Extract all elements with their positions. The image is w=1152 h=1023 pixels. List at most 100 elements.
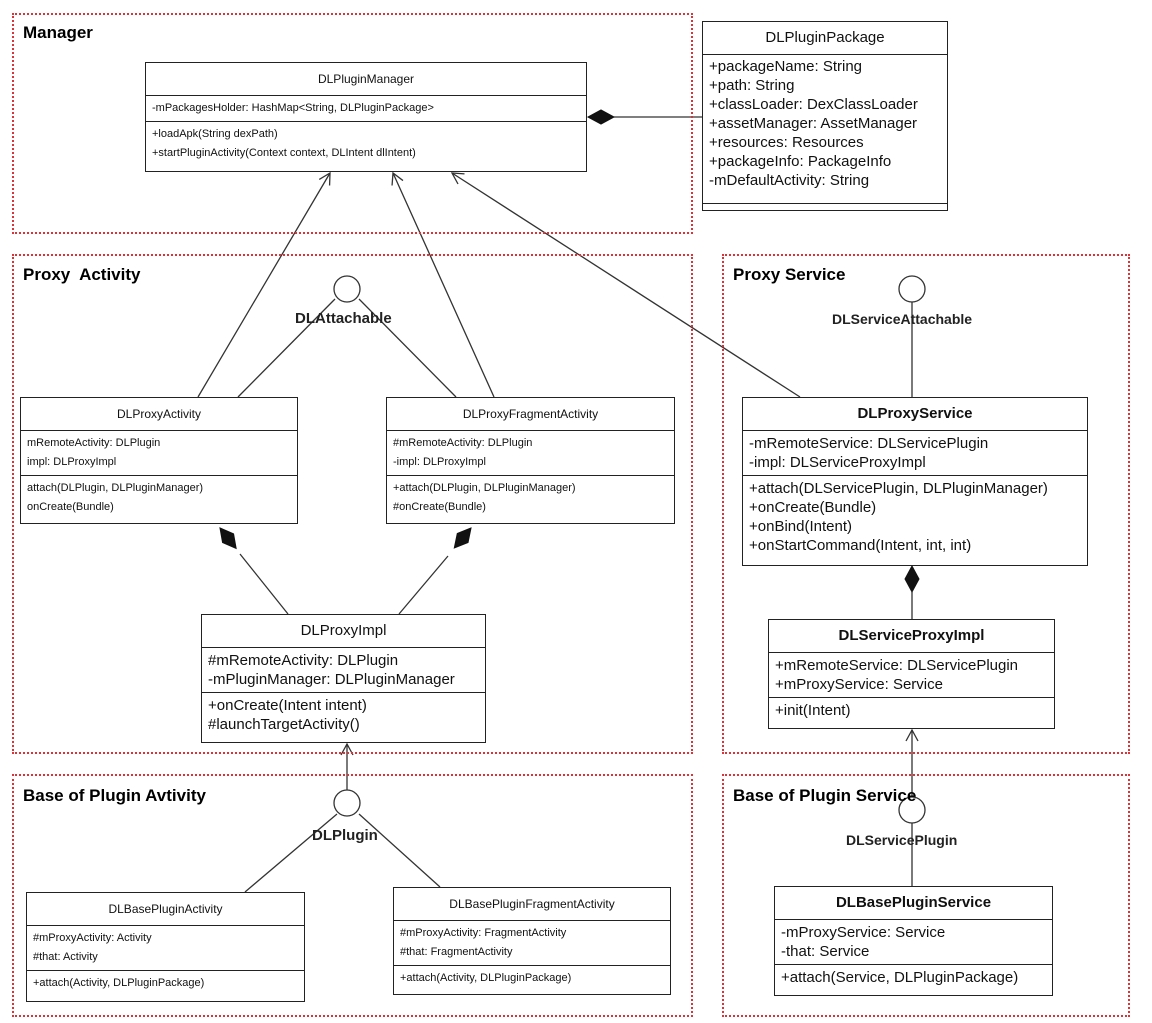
class-name: DLProxyFragmentActivity bbox=[387, 398, 674, 431]
operations-section: +attach(DLServicePlugin, DLPluginManager… bbox=[743, 476, 1087, 558]
operation: +onCreate(Bundle) bbox=[749, 499, 877, 516]
attribute: +path: String bbox=[709, 77, 795, 94]
operation: +init(Intent) bbox=[775, 702, 851, 719]
composition-line-proxy-activity-impl bbox=[239, 553, 289, 615]
class-name: DLPluginPackage bbox=[703, 22, 947, 55]
realization-base-fragment-dl-plugin bbox=[358, 813, 441, 888]
interface-dl-plugin-circle bbox=[333, 789, 361, 817]
region-base-plugin-activity bbox=[12, 774, 693, 1017]
attributes-section: -mProxyService: Service -that: Service bbox=[775, 920, 1052, 965]
attribute: #mProxyActivity: FragmentActivity bbox=[400, 927, 567, 939]
attribute: -impl: DLServiceProxyImpl bbox=[749, 454, 926, 471]
attribute: +mRemoteService: DLServicePlugin bbox=[775, 657, 1019, 674]
region-proxy-service bbox=[722, 254, 1130, 754]
dependency-proxy-activity-to-manager bbox=[197, 171, 331, 398]
attributes-section: +mRemoteService: DLServicePlugin +mProxy… bbox=[769, 653, 1054, 698]
class-dl-proxy-impl[interactable]: DLProxyImpl #mRemoteActivity: DLPlugin -… bbox=[201, 614, 486, 743]
dependency-proxy-fragment-activity-to-manager bbox=[391, 171, 495, 398]
attribute: -that: Service bbox=[781, 943, 870, 960]
attribute: -mProxyService: Service bbox=[781, 924, 946, 941]
operation: #launchTargetActivity() bbox=[208, 716, 360, 733]
region-proxy-activity bbox=[12, 254, 693, 754]
class-dl-base-plugin-service[interactable]: DLBasePluginService -mProxyService: Serv… bbox=[774, 886, 1053, 996]
composition-diamond-proxy-fragment bbox=[453, 527, 472, 549]
dependency-proxy-service-to-manager bbox=[450, 172, 801, 398]
attribute: -mDefaultActivity: String bbox=[709, 172, 870, 189]
operations-section: +attach(DLPlugin, DLPluginManager) #onCr… bbox=[387, 476, 674, 520]
region-manager-title: Manager bbox=[23, 23, 93, 42]
operations-section: +loadApk(String dexPath) +startPluginAct… bbox=[146, 122, 586, 166]
class-name: DLPluginManager bbox=[146, 63, 586, 96]
attributes-section: #mRemoteActivity: DLPlugin -mPluginManag… bbox=[202, 648, 485, 693]
attribute: #mRemoteActivity: DLPlugin bbox=[208, 652, 399, 669]
region-base-plugin-service-title: Base of Plugin Service bbox=[733, 786, 917, 805]
attribute: mRemoteActivity: DLPlugin bbox=[27, 437, 161, 449]
attribute: #mRemoteActivity: DLPlugin bbox=[393, 437, 533, 449]
class-name: DLProxyService bbox=[743, 398, 1087, 431]
class-dl-proxy-activity[interactable]: DLProxyActivity mRemoteActivity: DLPlugi… bbox=[20, 397, 298, 524]
composition-diamond-proxy-activity bbox=[219, 527, 237, 550]
attribute: -impl: DLProxyImpl bbox=[393, 456, 486, 468]
interface-label-dl-service-attachable: DLServiceAttachable bbox=[832, 311, 973, 327]
class-dl-base-plugin-fragment-activity[interactable]: DLBasePluginFragmentActivity #mProxyActi… bbox=[393, 887, 671, 995]
attribute: impl: DLProxyImpl bbox=[27, 456, 117, 468]
interface-label-dl-attachable: DLAttachable bbox=[295, 310, 392, 327]
operation: +attach(DLPlugin, DLPluginManager) bbox=[393, 482, 576, 494]
class-name: DLProxyActivity bbox=[21, 398, 297, 431]
region-base-plugin-activity-title: Base of Plugin Avtivity bbox=[23, 786, 206, 805]
operation: onCreate(Bundle) bbox=[27, 501, 114, 513]
composition-diamond-proxy-service bbox=[904, 564, 920, 594]
operation: #onCreate(Bundle) bbox=[393, 501, 486, 513]
class-name: DLBasePluginFragmentActivity bbox=[394, 888, 670, 921]
realization-base-activity-dl-plugin bbox=[244, 813, 338, 893]
operations-section: attach(DLPlugin, DLPluginManager) onCrea… bbox=[21, 476, 297, 520]
operations-section: +attach(Activity, DLPluginPackage) bbox=[27, 971, 304, 996]
region-base-plugin-service bbox=[722, 774, 1130, 1017]
attributes-section: #mRemoteActivity: DLPlugin -impl: DLProx… bbox=[387, 431, 674, 476]
realization-proxy-activity-attachable bbox=[237, 298, 336, 398]
realization-proxy-fragment-attachable bbox=[358, 298, 457, 398]
operation: +onCreate(Intent intent) bbox=[208, 697, 367, 714]
operation: +attach(DLServicePlugin, DLPluginManager… bbox=[749, 480, 1048, 497]
class-dl-base-plugin-activity[interactable]: DLBasePluginActivity #mProxyActivity: Ac… bbox=[26, 892, 305, 1002]
class-name: DLBasePluginActivity bbox=[27, 893, 304, 926]
class-dl-plugin-manager[interactable]: DLPluginManager -mPackagesHolder: HashMa… bbox=[145, 62, 587, 172]
attribute: +classLoader: DexClassLoader bbox=[709, 96, 918, 113]
attribute: -mPackagesHolder: HashMap<String, DLPlug… bbox=[152, 102, 434, 114]
operation: +onStartCommand(Intent, int, int) bbox=[749, 537, 972, 554]
class-name: DLServiceProxyImpl bbox=[769, 620, 1054, 653]
attribute: +resources: Resources bbox=[709, 134, 864, 151]
operation: +attach(Activity, DLPluginPackage) bbox=[33, 977, 205, 989]
class-dl-proxy-fragment-activity[interactable]: DLProxyFragmentActivity #mRemoteActivity… bbox=[386, 397, 675, 524]
attribute: +packageInfo: PackageInfo bbox=[709, 153, 892, 170]
attribute: #that: FragmentActivity bbox=[400, 946, 513, 958]
operations-section: +attach(Service, DLPluginPackage) bbox=[775, 965, 1052, 990]
attributes-section: -mPackagesHolder: HashMap<String, DLPlug… bbox=[146, 96, 586, 122]
class-name: DLBasePluginService bbox=[775, 887, 1052, 920]
class-name: DLProxyImpl bbox=[202, 615, 485, 648]
operations-section: +onCreate(Intent intent) #launchTargetAc… bbox=[202, 693, 485, 737]
class-dl-proxy-service[interactable]: DLProxyService -mRemoteService: DLServic… bbox=[742, 397, 1088, 566]
interface-dl-service-attachable-circle bbox=[898, 275, 926, 303]
class-dl-plugin-package[interactable]: DLPluginPackage +packageName: String +pa… bbox=[702, 21, 948, 211]
attribute: +mProxyService: Service bbox=[775, 676, 943, 693]
composition-diamond-manager bbox=[586, 109, 616, 125]
class-dl-service-proxy-impl[interactable]: DLServiceProxyImpl +mRemoteService: DLSe… bbox=[768, 619, 1055, 729]
operation: +startPluginActivity(Context context, DL… bbox=[152, 147, 416, 159]
interface-label-dl-service-plugin: DLServicePlugin bbox=[846, 832, 958, 848]
attribute: #that: Activity bbox=[33, 951, 98, 963]
operation: +attach(Service, DLPluginPackage) bbox=[781, 969, 1019, 986]
operations-section: +attach(Activity, DLPluginPackage) bbox=[394, 966, 670, 991]
operation: +loadApk(String dexPath) bbox=[152, 128, 278, 140]
attributes-section: #mProxyActivity: FragmentActivity #that:… bbox=[394, 921, 670, 966]
operation: +attach(Activity, DLPluginPackage) bbox=[400, 972, 572, 984]
attribute: -mPluginManager: DLPluginManager bbox=[208, 671, 455, 688]
operations-section bbox=[703, 204, 947, 212]
operation: attach(DLPlugin, DLPluginManager) bbox=[27, 482, 204, 494]
attributes-section: mRemoteActivity: DLPlugin impl: DLProxyI… bbox=[21, 431, 297, 476]
attributes-section: -mRemoteService: DLServicePlugin -impl: … bbox=[743, 431, 1087, 476]
operation: +onBind(Intent) bbox=[749, 518, 852, 535]
attribute: #mProxyActivity: Activity bbox=[33, 932, 152, 944]
attribute: +assetManager: AssetManager bbox=[709, 115, 918, 132]
